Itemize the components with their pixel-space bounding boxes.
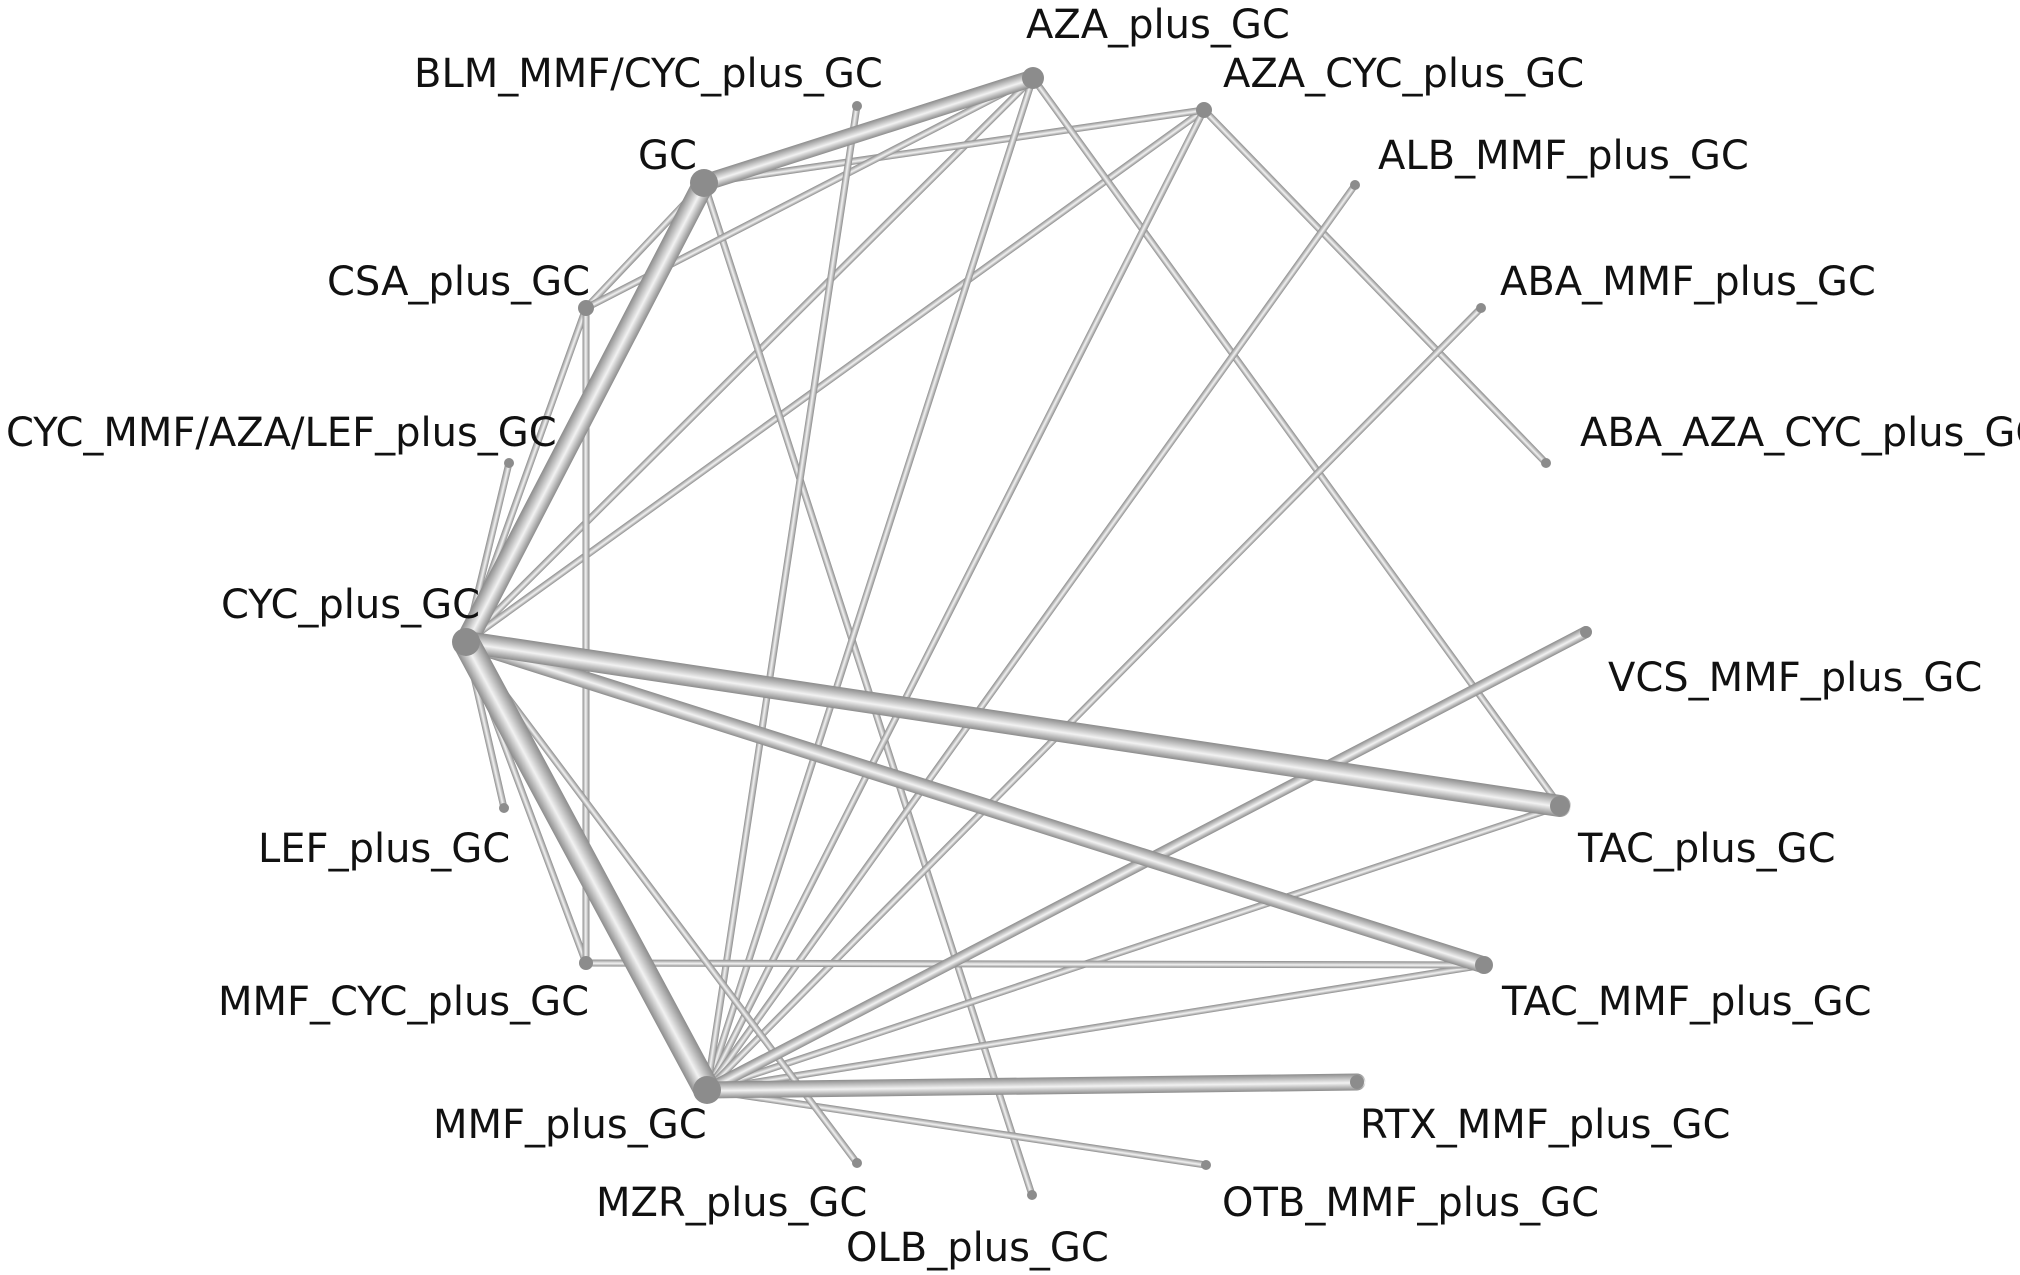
- node-label-lef-plus-gc: LEF_plus_GC: [258, 826, 511, 872]
- node-label-mmf-plus-gc: MMF_plus_GC: [433, 1102, 707, 1148]
- node-label-alb-mmf-plus-gc: ALB_MMF_plus_GC: [1378, 133, 1749, 179]
- node-label-cyc-mmf-aza-lef-plus-gc: CYC_MMF/AZA/LEF_plus_GC: [6, 410, 557, 456]
- node-label-csa-plus-gc: CSA_plus_GC: [327, 259, 591, 305]
- edge-aza-cyc-plus-gc-to-aba-aza-cyc-plus-gc: [1200, 106, 1550, 467]
- node-aba-mmf-plus-gc: [1476, 303, 1486, 313]
- node-mmf-plus-gc: [693, 1076, 721, 1104]
- edge-mmf-plus-gc-to-otb-mmf-plus-gc: [703, 1086, 1210, 1169]
- node-label-aza-cyc-plus-gc: AZA_CYC_plus_GC: [1223, 51, 1585, 97]
- edge-mmf-plus-gc-to-aba-mmf-plus-gc: [703, 304, 1485, 1094]
- edge-gc-to-aza-cyc-plus-gc: [700, 106, 1208, 187]
- edge-gc-to-aza-plus-gc: [695, 69, 1042, 192]
- edge-blm-mmf-cyc-plus-gc-to-mmf-plus-gc: [703, 102, 861, 1094]
- node-tac-mmf-plus-gc: [1475, 956, 1493, 974]
- node-label-mmf-cyc-plus-gc: MMF_CYC_plus_GC: [218, 979, 590, 1025]
- edge-aza-plus-gc-to-tac-plus-gc: [1029, 74, 1564, 810]
- node-label-vcs-mmf-plus-gc: VCS_MMF_plus_GC: [1608, 655, 1983, 701]
- edge-cyc-plus-gc-to-gc: [455, 172, 715, 653]
- edge-mmf-plus-gc-to-alb-mmf-plus-gc: [703, 181, 1359, 1094]
- edge-mmf-cyc-plus-gc-to-tac-mmf-plus-gc: [582, 959, 1488, 969]
- edge-mmf-plus-gc-to-tac-mmf-plus-gc: [703, 961, 1488, 1094]
- edge-mmf-plus-gc-to-tac-plus-gc: [703, 802, 1564, 1094]
- edge-cyc-plus-gc-to-aza-cyc-plus-gc: [462, 106, 1208, 646]
- edge-cyc-plus-gc-to-mzr-plus-gc: [462, 638, 861, 1167]
- node-cyc-mmf-aza-lef-plus-gc: [504, 458, 514, 468]
- node-aza-plus-gc: [1022, 67, 1044, 89]
- edge-mmf-plus-gc-to-rtx-mmf-plus-gc: [698, 1073, 1366, 1099]
- node-label-blm-mmf-cyc-plus-gc: BLM_MMF/CYC_plus_GC: [414, 51, 883, 97]
- edge-aza-cyc-plus-gc-to-mmf-plus-gc: [703, 106, 1208, 1094]
- node-label-olb-plus-gc: OLB_plus_GC: [846, 1225, 1109, 1271]
- node-alb-mmf-plus-gc: [1350, 180, 1360, 190]
- node-mzr-plus-gc: [852, 1158, 862, 1168]
- node-label-rtx-mmf-plus-gc: RTX_MMF_plus_GC: [1360, 1102, 1731, 1148]
- node-label-tac-mmf-plus-gc: TAC_MMF_plus_GC: [1502, 979, 1872, 1025]
- edge-cyc-plus-gc-to-aza-plus-gc: [462, 74, 1037, 646]
- node-tac-plus-gc: [1550, 796, 1570, 816]
- node-mmf-cyc-plus-gc: [579, 956, 593, 970]
- edge-cyc-plus-gc-to-tac-plus-gc: [455, 631, 1571, 817]
- node-otb-mmf-plus-gc: [1201, 1160, 1211, 1170]
- node-aza-cyc-plus-gc: [1196, 102, 1212, 118]
- nodes-layer: [452, 67, 1592, 1200]
- node-label-gc: GC: [638, 133, 697, 179]
- node-csa-plus-gc: [578, 300, 594, 316]
- node-lef-plus-gc: [499, 803, 509, 813]
- node-label-tac-plus-gc: TAC_plus_GC: [1578, 826, 1836, 872]
- node-label-aba-mmf-plus-gc: ABA_MMF_plus_GC: [1500, 259, 1876, 305]
- edges-layer: [452, 69, 1592, 1199]
- node-olb-plus-gc: [1027, 1190, 1037, 1200]
- edge-gc-to-olb-plus-gc: [700, 179, 1036, 1199]
- node-aba-aza-cyc-plus-gc: [1541, 458, 1551, 468]
- edge-aza-plus-gc-to-mmf-plus-gc: [703, 74, 1037, 1094]
- node-label-mzr-plus-gc: MZR_plus_GC: [596, 1180, 868, 1226]
- node-rtx-mmf-plus-gc: [1350, 1075, 1364, 1089]
- node-gc: [690, 169, 718, 197]
- node-blm-mmf-cyc-plus-gc: [852, 101, 862, 111]
- node-label-aza-plus-gc: AZA_plus_GC: [1026, 2, 1290, 48]
- node-vcs-mmf-plus-gc: [1580, 626, 1592, 638]
- node-label-otb-mmf-plus-gc: OTB_MMF_plus_GC: [1222, 1180, 1600, 1226]
- node-cyc-plus-gc: [452, 628, 480, 656]
- edge-cyc-plus-gc-to-mmf-plus-gc: [452, 628, 721, 1104]
- edge-cyc-plus-gc-to-tac-mmf-plus-gc: [457, 633, 1493, 974]
- node-label-aba-aza-cyc-plus-gc: ABA_AZA_CYC_plus_GC: [1580, 410, 2020, 456]
- node-label-cyc-plus-gc: CYC_plus_GC: [221, 582, 481, 628]
